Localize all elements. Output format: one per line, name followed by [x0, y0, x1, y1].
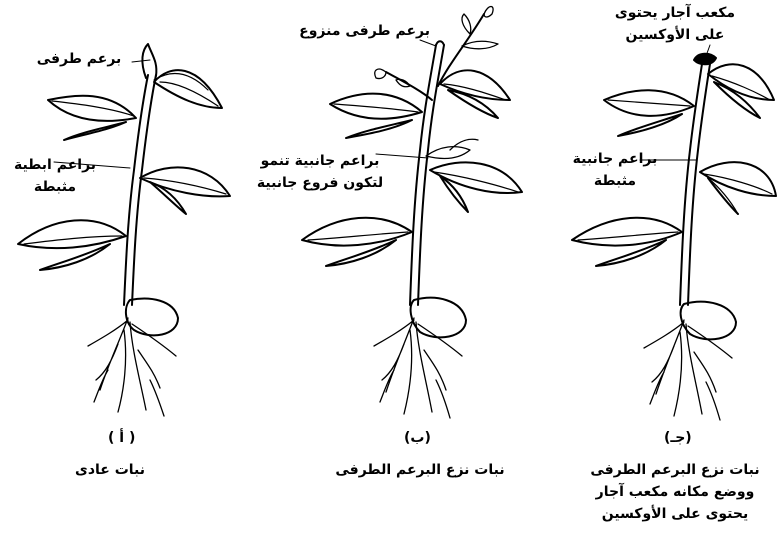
caption-b: نبات نزع البرعم الطرفى: [320, 460, 520, 480]
roots-a: [88, 318, 176, 416]
seed-a: [126, 299, 178, 336]
label-lateral-buds-c-line1: براعم جانبية: [560, 150, 670, 168]
label-lateral-buds-b-line2: لتكون فروع جانبية: [250, 174, 390, 192]
caption-c-line1: نبات نزع البرعم الطرفى: [580, 460, 770, 480]
caption-a: نبات عادى: [40, 460, 180, 480]
roots-b: [374, 318, 462, 418]
leaf-a-3: [140, 167, 230, 196]
removed-bud-b: [436, 41, 444, 45]
label-axillary-buds-a-line2: مثبطة: [0, 178, 110, 196]
label-removed-bud-b: برعم طرفى منزوع: [300, 22, 430, 40]
seed-c: [681, 302, 736, 340]
label-terminal-bud-a: برعم طرفى: [24, 50, 134, 68]
plant-c: [572, 45, 776, 420]
label-axillary-buds-a-line1: براعم ابطية: [0, 156, 110, 174]
letter-a: ( أ ): [108, 430, 135, 446]
label-agar-block-c-line1: مكعب آجار يحتوى: [600, 4, 750, 22]
plant-a: [18, 44, 230, 416]
stem-b: [410, 45, 436, 305]
label-agar-block-c-line2: على الأوكسين: [600, 26, 750, 44]
leaf-b-2: [330, 94, 422, 119]
roots-c: [644, 320, 732, 420]
letter-b: (ب): [404, 430, 431, 446]
leaf-a-2: [48, 96, 136, 121]
letter-c: (جـ): [664, 430, 692, 446]
agar-block-c: [694, 54, 716, 65]
label-lateral-buds-b-line1: براعم جانبية تنمو: [250, 152, 390, 170]
label-lateral-buds-c-line2: مثبطة: [560, 172, 670, 190]
caption-c-line3: يحتوى على الأوكسين: [580, 504, 770, 524]
caption-c-line2: ووضع مكانه مكعب آجار: [580, 482, 770, 502]
leaf-c-1: [708, 64, 774, 100]
stem-c: [680, 64, 702, 305]
plant-b: [302, 7, 522, 419]
